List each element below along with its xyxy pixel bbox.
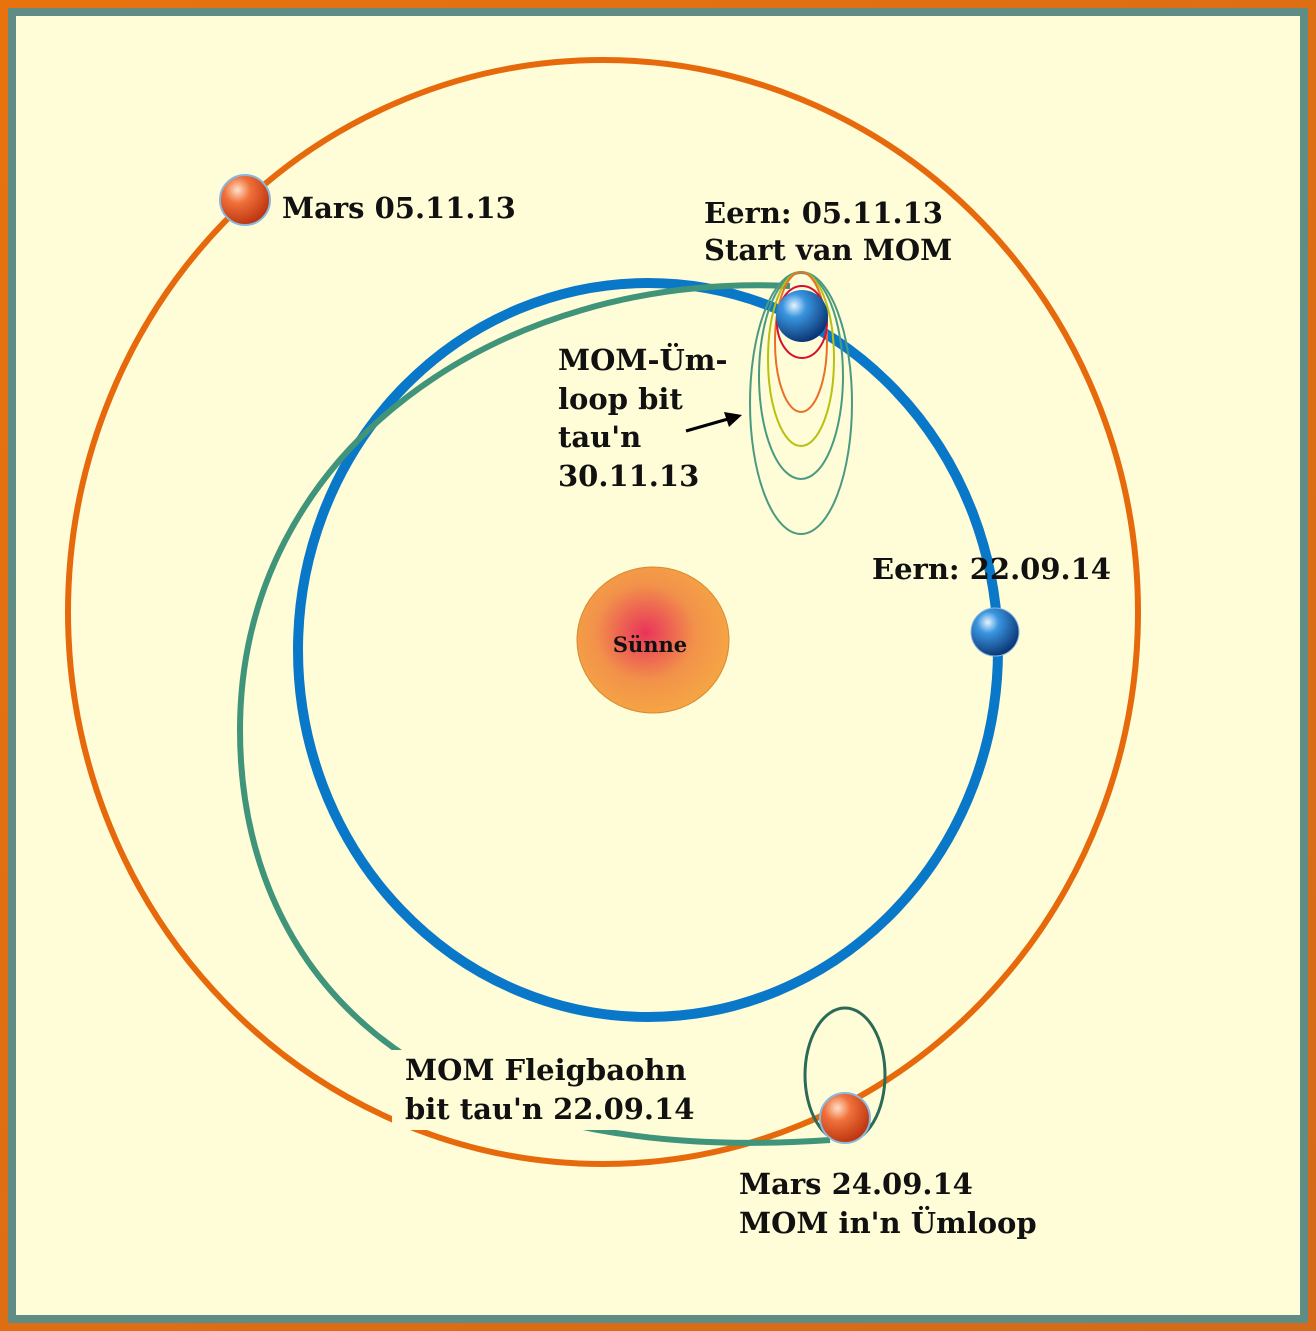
earth-end-planet	[970, 607, 1020, 657]
mars-orbit	[65, 57, 1141, 1167]
trajectory-label-2: bit tau'n 22.09.14	[405, 1092, 694, 1126]
mom-orbit-label-3: tau'n	[558, 420, 641, 454]
earth-start-label-1: Eern: 05.11.13	[704, 196, 943, 230]
mars-end-label-1: Mars 24.09.14	[739, 1167, 973, 1201]
mom-orbit-2	[774, 271, 828, 413]
mars-start-label: Mars 05.11.13	[282, 191, 516, 225]
mom-trajectory	[236, 282, 831, 1146]
earth-start-label-2: Start van MOM	[704, 233, 952, 267]
mom-orbit-label-4: 30.11.13	[558, 459, 699, 493]
mom-orbit-label-1: MOM-Üm-	[558, 341, 728, 377]
mom-orbit-label-2: loop bit	[558, 382, 683, 416]
arrow	[685, 412, 742, 433]
sun: Sünne	[576, 566, 730, 714]
earth-end-label: Eern: 22.09.14	[872, 552, 1111, 586]
mars-end-planet	[819, 1092, 871, 1144]
sun-label: Sünne	[613, 632, 687, 657]
trajectory-label-bg	[392, 1050, 710, 1130]
earth-start-planet	[776, 290, 828, 342]
mars-start-planet	[219, 174, 271, 226]
trajectory-label-1: MOM Fleigbaohn	[405, 1053, 687, 1087]
sun-disc	[576, 566, 730, 714]
mars-end-label-2: MOM in'n Ümloop	[739, 1204, 1037, 1240]
